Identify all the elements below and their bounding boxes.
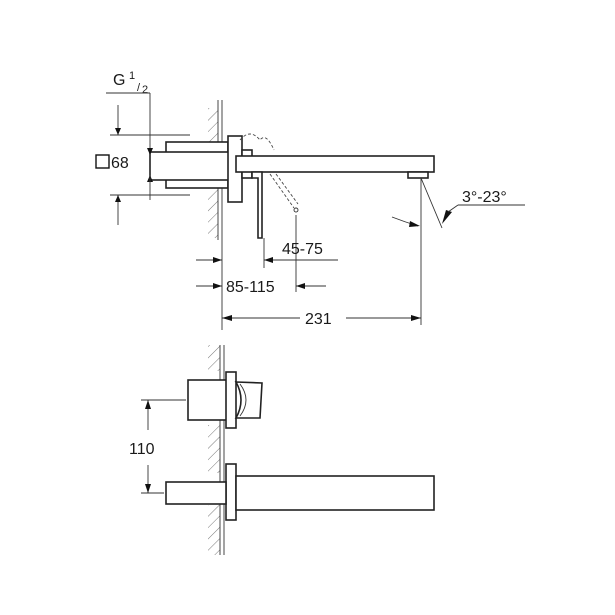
spout-front (235, 475, 435, 511)
spout-stub (165, 481, 227, 505)
lever-body (187, 379, 229, 421)
svg-text:110: 110 (129, 441, 155, 458)
svg-text:/: / (137, 82, 141, 94)
lever-alt-top (239, 133, 275, 151)
wall-section-bottom (208, 345, 225, 555)
vertical-spacing-dimension: 110 (129, 399, 186, 494)
svg-text:1: 1 (129, 70, 135, 82)
svg-text:85-115: 85-115 (226, 279, 275, 296)
aerator (407, 171, 429, 179)
lever-alt-position (269, 173, 299, 209)
front-view: 110 (129, 345, 435, 555)
side-view: G 1 / 2 68 (95, 70, 525, 330)
svg-text:2: 2 (142, 84, 148, 96)
spout (235, 155, 435, 173)
spout-length-dimension: 231 (222, 311, 421, 328)
svg-text:G: G (113, 72, 125, 89)
wall-depth-dimension: 85-115 (196, 279, 326, 296)
lever-handle (234, 381, 263, 419)
square-dimension: 68 (95, 154, 129, 172)
body-core (149, 151, 233, 181)
square-symbol-icon (95, 154, 110, 169)
svg-text:3°-23°: 3°-23° (462, 189, 507, 206)
svg-text:45-75: 45-75 (282, 241, 323, 258)
wall-section-top (208, 100, 223, 330)
angle-dimension: 3°-23° (391, 177, 525, 325)
thread-label: G 1 / 2 (106, 70, 153, 200)
svg-text:231: 231 (305, 311, 332, 328)
lever-plate (225, 371, 237, 429)
lever (251, 171, 263, 239)
spout-plate (225, 463, 237, 521)
lever-projection-dimension: 45-75 (196, 215, 338, 292)
svg-text:68: 68 (111, 155, 129, 172)
